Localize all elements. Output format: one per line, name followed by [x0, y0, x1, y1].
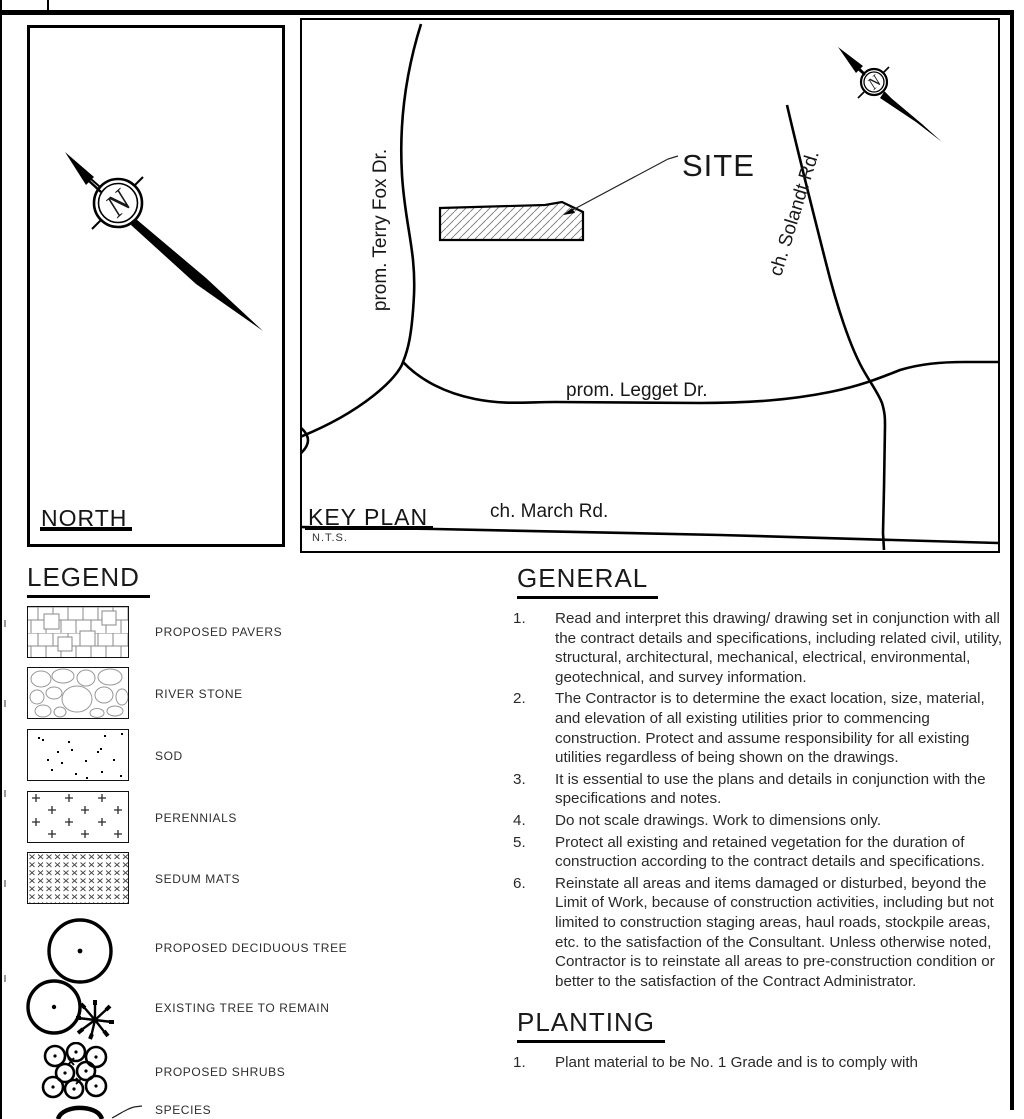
north-panel-underline — [40, 527, 132, 531]
notes-column: GENERAL 1. Read and interpret this drawi… — [512, 563, 1004, 1073]
existing-tree-symbol — [26, 979, 114, 1040]
svg-text:N: N — [97, 181, 139, 224]
note-number: 2. — [513, 690, 526, 708]
legend-item-label: EXISTING TREE TO REMAIN — [155, 1001, 330, 1015]
note-number: 6. — [513, 874, 526, 892]
general-note: 2. The Contractor is to determine the ex… — [512, 689, 1004, 767]
general-note: 1. Read and interpret this drawing/ draw… — [512, 609, 1004, 687]
species-callout — [55, 1105, 143, 1119]
legend-item-label: PROPOSED SHRUBS — [155, 1065, 286, 1079]
north-panel-label: NORTH — [41, 505, 128, 531]
key-plan-scale-note: N.T.S. — [312, 532, 348, 544]
key-plan-panel: SITE prom. Terry Fox Dr. ch. Solandt Rd.… — [300, 18, 1000, 553]
perennials-swatch — [27, 791, 129, 843]
plot-stamp-mark — [4, 620, 6, 627]
legend-item-label: SOD — [155, 749, 183, 763]
sheet-right-border — [1010, 10, 1014, 1110]
note-text: Plant material to be No. 1 Grade and is … — [555, 1054, 918, 1072]
road-lines — [302, 23, 998, 551]
road-label-march: ch. March Rd. — [490, 501, 608, 522]
north-compass-icon: N — [65, 152, 263, 331]
river-stone-swatch — [27, 667, 129, 719]
note-text: Do not scale drawings. Work to dimension… — [555, 811, 882, 829]
key-plan-north-icon: N — [838, 47, 942, 142]
note-text: Read and interpret this drawing/ drawing… — [555, 610, 1003, 686]
general-title: GENERAL — [517, 563, 659, 599]
deciduous-tree-symbol — [47, 918, 113, 984]
sheet-left-border — [0, 0, 2, 1119]
note-number: 4. — [513, 811, 526, 829]
planting-title: PLANTING — [517, 1007, 666, 1044]
note-text: Protect all existing and retained vegeta… — [555, 833, 985, 871]
note-text: It is essential to use the plans and det… — [555, 770, 986, 808]
general-note: 6. Reinstate all areas and items damaged… — [512, 874, 1004, 992]
shrubs-symbol — [41, 1042, 108, 1100]
plot-stamp-mark — [4, 880, 6, 887]
site-leader-line — [563, 155, 679, 215]
plot-stamp-mark — [4, 975, 6, 982]
general-note: 5. Protect all existing and retained veg… — [512, 833, 1004, 872]
planting-notes-list: 1. Plant material to be No. 1 Grade and … — [512, 1053, 1004, 1073]
site-label: SITE — [682, 148, 755, 183]
general-notes-list: 1. Read and interpret this drawing/ draw… — [512, 609, 1004, 991]
planting-note: 1. Plant material to be No. 1 Grade and … — [512, 1053, 1004, 1073]
key-plan-underline — [305, 526, 433, 530]
note-number: 5. — [513, 833, 526, 851]
legend-item-label: PERENNIALS — [155, 811, 238, 825]
legend-item-label: SPECIES — [155, 1103, 212, 1117]
key-plan-title: KEY PLAN — [308, 504, 429, 530]
site-parcel — [438, 200, 585, 242]
road-label-legget: prom. Legget Dr. — [566, 380, 708, 401]
plot-stamp-mark — [4, 700, 6, 707]
note-text: The Contractor is to determine the exact… — [555, 690, 985, 767]
general-note: 4. Do not scale drawings. Work to dimens… — [512, 811, 1004, 831]
sod-swatch — [27, 729, 129, 781]
legend-item-label: PROPOSED PAVERS — [155, 625, 283, 639]
legend-item-label: SEDUM MATS — [155, 872, 241, 886]
note-number: 3. — [513, 770, 526, 788]
general-note: 3. It is essential to use the plans and … — [512, 770, 1004, 809]
road-label-terry-fox: prom. Terry Fox Dr. — [370, 149, 391, 311]
sedum-mats-swatch — [27, 852, 129, 904]
note-number: 1. — [513, 1054, 526, 1072]
note-number: 1. — [513, 610, 526, 627]
sheet-top-border — [0, 10, 1014, 15]
legend-item-label: RIVER STONE — [155, 687, 243, 701]
key-plan-map: SITE prom. Terry Fox Dr. ch. Solandt Rd.… — [302, 23, 998, 551]
pavers-swatch — [27, 606, 129, 658]
legend-title: LEGEND — [27, 562, 150, 598]
note-text: Reinstate all areas and items damaged or… — [555, 874, 995, 990]
road-label-solandt: ch. Solandt Rd. — [766, 148, 824, 278]
sheet-top-tick — [47, 0, 49, 12]
north-arrow-panel: N NORTH — [27, 25, 285, 547]
plot-stamp-mark — [4, 790, 6, 797]
legend-item-label: PROPOSED DECIDUOUS TREE — [155, 941, 348, 955]
